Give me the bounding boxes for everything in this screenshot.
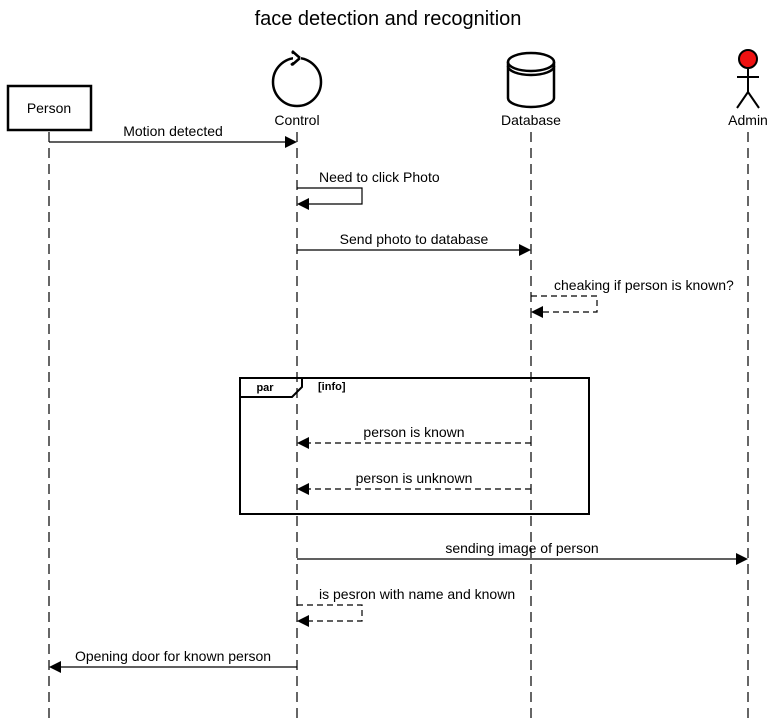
message-person-unknown: person is unknown xyxy=(297,470,531,495)
message-name-known: is pesron with name and known xyxy=(297,586,515,627)
arrow-head xyxy=(297,483,309,495)
arrow-head xyxy=(736,553,748,565)
actor-icon xyxy=(736,49,760,109)
arrow-head xyxy=(49,661,61,673)
message-label: person is unknown xyxy=(356,470,473,486)
participant-admin: Admin xyxy=(728,49,768,128)
message-label: Motion detected xyxy=(123,123,223,139)
message-sending-image: sending image of person xyxy=(297,540,748,565)
participant-label-person: Person xyxy=(27,100,71,116)
person-box xyxy=(6,84,93,132)
message-label: Opening door for known person xyxy=(75,648,271,664)
arrow-head xyxy=(297,437,309,449)
message-checking-known: cheaking if person is known? xyxy=(531,277,734,318)
fragment-operator: par xyxy=(256,382,274,394)
participant-label-database: Database xyxy=(501,112,561,128)
arrow-head xyxy=(297,198,309,210)
fragment-frame xyxy=(239,377,590,515)
message-label: cheaking if person is known? xyxy=(554,277,734,293)
participant-database: Database xyxy=(501,51,561,128)
message-need-to-click-photo: Need to click Photo xyxy=(297,169,440,210)
message-label: Need to click Photo xyxy=(319,169,440,185)
participant-label-control: Control xyxy=(274,112,319,128)
message-person-known: person is known xyxy=(297,424,531,449)
fragment-tab xyxy=(240,378,303,398)
par-fragment: par [info] xyxy=(239,377,590,515)
message-label: sending image of person xyxy=(445,540,598,556)
arrow-head xyxy=(519,244,531,256)
fragment-guard: [info] xyxy=(318,381,346,393)
participant-control: Control xyxy=(271,50,323,128)
control-icon xyxy=(271,50,323,108)
arrow-head xyxy=(531,306,543,318)
arrow-head xyxy=(297,615,309,627)
message-motion-detected: Motion detected xyxy=(49,123,297,148)
arrow-head xyxy=(285,136,297,148)
diagram-title: face detection and recognition xyxy=(255,8,522,30)
message-opening-door: Opening door for known person xyxy=(49,648,297,673)
message-send-photo: Send photo to database xyxy=(297,231,531,256)
database-icon xyxy=(506,51,556,109)
participant-person: Person xyxy=(6,84,93,132)
participant-label-admin: Admin xyxy=(728,112,768,128)
message-label: Send photo to database xyxy=(340,231,489,247)
message-label: is pesron with name and known xyxy=(319,586,515,602)
message-label: person is known xyxy=(363,424,464,440)
